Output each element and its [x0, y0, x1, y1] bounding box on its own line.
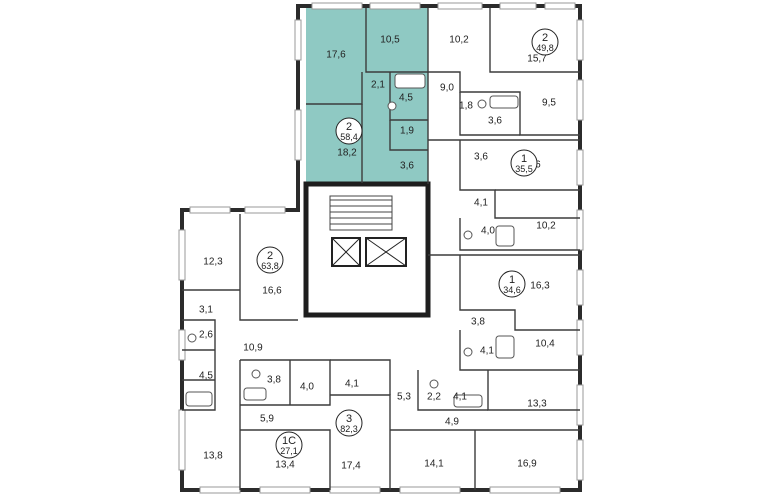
room-area-label: 4,0 [300, 382, 314, 393]
apartment-area: 63,8 [261, 261, 279, 271]
apartment-rooms: 2 [542, 32, 548, 44]
room-area-label: 17,4 [341, 461, 361, 472]
badge-circle [256, 246, 284, 274]
room-area-label: 14,1 [424, 459, 444, 470]
room-area-label: 2,6 [199, 330, 213, 341]
apartment-rooms: 1 [509, 274, 515, 286]
apartment-rooms: 1 [521, 153, 527, 165]
apartment-area: 35,5 [515, 164, 533, 174]
room-area-label: 5,3 [397, 392, 411, 403]
fixtures [185, 73, 519, 408]
apartment-badge-apt-top-left[interactable]: 258,4 [335, 117, 363, 145]
room-area-label: 4,9 [445, 417, 459, 428]
room-area-label: 3,1 [199, 305, 213, 316]
apartment-badge-apt-bottom-mid[interactable]: 382,3 [335, 409, 363, 437]
room-area-label: 10,5 [380, 35, 400, 46]
room-area-label: 3,6 [400, 161, 414, 172]
room-area-label: 2,1 [371, 80, 385, 91]
room-area-label: 13,4 [275, 460, 295, 471]
apartment-area: 34,6 [503, 285, 521, 295]
room-area-label: 10,2 [449, 35, 469, 46]
badge-circle [335, 409, 363, 437]
badge-circle [275, 431, 303, 459]
room-area-label: 3,6 [488, 116, 502, 127]
room-area-label: 16,9 [517, 459, 537, 470]
room-area-label: 9,5 [542, 98, 556, 109]
room-area-label: 3,6 [474, 152, 488, 163]
room-area-label: 10,9 [243, 343, 263, 354]
badge-circle [510, 149, 538, 177]
room-area-label: 17,6 [326, 50, 346, 61]
apartment-rooms: 2 [346, 121, 352, 133]
apartment-rooms: 2 [267, 250, 273, 262]
room-area-label: 16,6 [262, 286, 282, 297]
room-area-label: 4,1 [474, 198, 488, 209]
room-area-label: 3,8 [471, 317, 485, 328]
apartment-area: 49,8 [536, 43, 554, 53]
room-area-label: 4,1 [480, 346, 494, 357]
outer-walls [180, 4, 582, 492]
room-area-label: 3,8 [267, 375, 281, 386]
windows [178, 2, 584, 494]
elevator-left [331, 237, 361, 267]
apartment-area: 82,3 [340, 424, 358, 434]
interior-walls [182, 8, 580, 490]
highlighted-apartment-fill [306, 8, 428, 183]
apartment-rooms: 3 [346, 413, 352, 425]
apartment-badge-apt-right-2[interactable]: 134,6 [498, 270, 526, 298]
room-area-label: 13,8 [203, 451, 223, 462]
badge-circle [498, 270, 526, 298]
badge-circle [531, 28, 559, 56]
room-area-label: 10,4 [535, 339, 555, 350]
apartment-badge-apt-left[interactable]: 263,8 [256, 246, 284, 274]
staircase [329, 195, 393, 231]
room-area-label: 12,3 [203, 257, 223, 268]
room-area-label: 4,1 [345, 379, 359, 390]
room-area-label: 16,3 [530, 281, 550, 292]
room-area-label: 13,3 [527, 399, 547, 410]
room-area-label: 1,9 [400, 126, 414, 137]
apartment-badge-apt-top-right[interactable]: 249,8 [531, 28, 559, 56]
badge-circle [335, 117, 363, 145]
room-area-label: 4,0 [481, 226, 495, 237]
room-area-label: 18,2 [337, 148, 357, 159]
room-area-label: 4,5 [399, 93, 413, 104]
room-area-label: 5,9 [260, 414, 274, 425]
apartment-area: 58,4 [340, 132, 358, 142]
apartment-badge-apt-right-1[interactable]: 135,5 [510, 149, 538, 177]
room-area-label: 1,8 [459, 101, 473, 112]
room-area-label: 4,1 [453, 392, 467, 403]
room-area-label: 2,2 [427, 392, 441, 403]
elevator-right [365, 237, 407, 267]
apartment-area: 27,1 [280, 446, 298, 456]
room-area-label: 10,2 [536, 221, 556, 232]
apartment-rooms: 1С [282, 435, 296, 447]
room-area-label: 15,7 [527, 54, 547, 65]
room-area-label: 4,5 [199, 371, 213, 382]
room-area-label: 9,0 [440, 83, 454, 94]
